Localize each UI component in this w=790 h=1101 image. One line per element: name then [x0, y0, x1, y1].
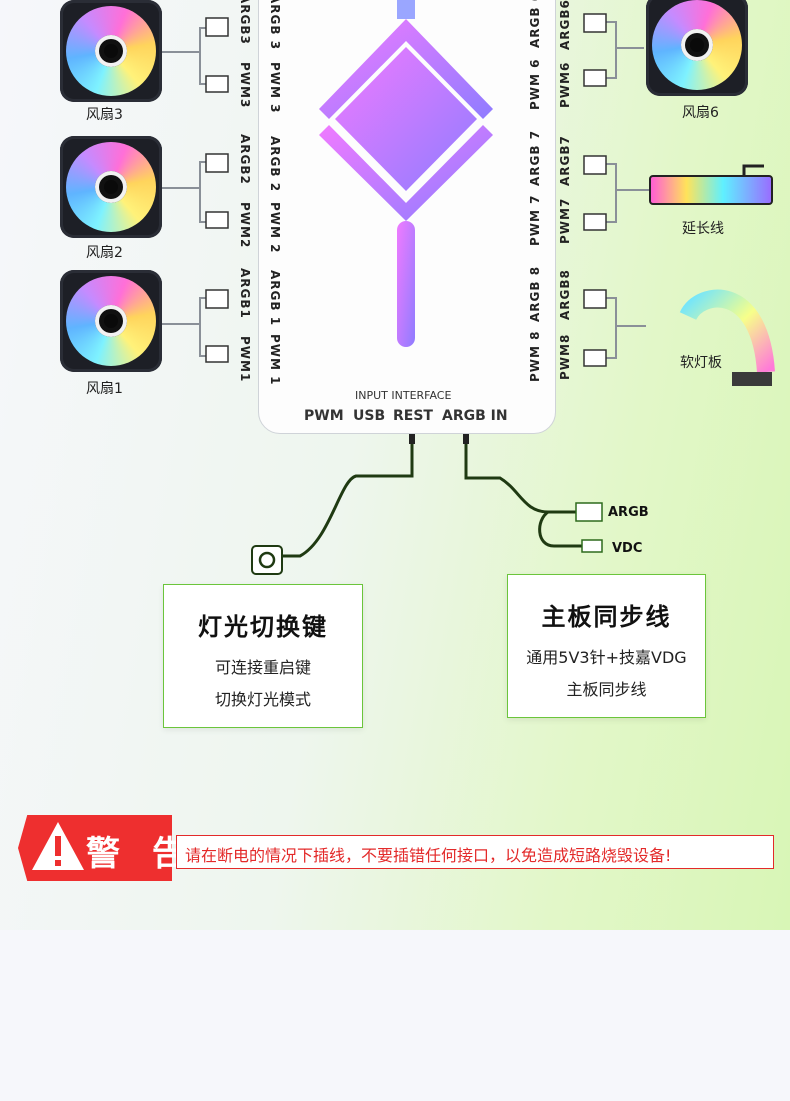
- lightboard-wire: [606, 297, 646, 359]
- light-board-graphic: [679, 289, 775, 373]
- hub-label-argb1: ARGB 1: [268, 270, 282, 327]
- reset-cable: [282, 432, 414, 558]
- fan-hub-icon: [95, 171, 127, 203]
- fan-6: [646, 0, 748, 96]
- fan-hub-icon: [95, 305, 127, 337]
- fan-3-caption: 风扇3: [86, 107, 123, 123]
- input-interface-title: INPUT INTERFACE: [355, 389, 452, 402]
- argb-sync-cable: [464, 432, 576, 514]
- warning-label: 警 告: [86, 834, 196, 874]
- fan-hub-icon: [95, 35, 127, 67]
- fan2-wire: [162, 161, 210, 223]
- argb7-label: ARGB7: [558, 135, 572, 186]
- pwm7-label: PWM7: [558, 197, 572, 244]
- fan-1-caption: 风扇1: [86, 381, 123, 397]
- vdc-sync-cable: [538, 510, 582, 548]
- hub-glow-graphic: [319, 0, 493, 347]
- warning-text: 请在断电的情况下插线，不要插错任何接口，以免造成短路烧毁设备!: [185, 846, 672, 865]
- port-rest[interactable]: REST: [393, 408, 433, 424]
- fan-3: [60, 0, 162, 102]
- pwm8-label: PWM8: [558, 333, 572, 380]
- mb-sync-line2: 主板同步线: [566, 680, 647, 699]
- port-pwm[interactable]: PWM: [304, 408, 344, 424]
- wiring-diagram: [162, 13, 775, 575]
- light-board-caption: 软灯板: [680, 355, 722, 371]
- light-switch-title: 灯光切换键: [198, 613, 328, 641]
- hub-label-pwm6: PWM 6: [528, 58, 542, 111]
- hub-label-argb3: ARGB 3: [268, 0, 282, 51]
- port-usb[interactable]: USB: [353, 408, 386, 424]
- fan-6-pwm-label: PWM6: [558, 61, 572, 108]
- fan-hub-icon: [681, 29, 713, 61]
- light-switch-box: 灯光切换键 可连接重启键 切换灯光模式: [163, 584, 363, 728]
- warning-bar: 请在断电的情况下插线，不要插错任何接口，以免造成短路烧毁设备!: [176, 835, 774, 869]
- ext-wire: [606, 163, 650, 223]
- hub-label-pwm2: PWM 2: [268, 202, 282, 254]
- sync-argb-label: ARGB: [608, 505, 649, 520]
- extension-cable-caption: 延长线: [682, 221, 724, 237]
- fan-2: [60, 136, 162, 238]
- hub-label-argb2: ARGB 2: [268, 136, 282, 193]
- reset-button-block: [251, 545, 283, 575]
- mb-sync-box: 主板同步线 通用5V3针+技嘉VDG 主板同步线: [507, 574, 706, 718]
- fan6-wire: [606, 21, 644, 79]
- fan-2-pwm-label: PWM2: [238, 202, 252, 249]
- fan-2-argb-label: ARGB2: [238, 134, 252, 185]
- fan-2-caption: 风扇2: [86, 245, 123, 261]
- sync-vdc-label: VDC: [612, 541, 643, 556]
- background-bottom: [0, 930, 790, 1101]
- hub-label-pwm7: PWM 7: [528, 194, 542, 247]
- mb-sync-title: 主板同步线: [541, 603, 672, 631]
- fan-6-caption: 风扇6: [682, 105, 719, 121]
- light-switch-line2: 切换灯光模式: [214, 690, 311, 709]
- fan-1: [60, 270, 162, 372]
- hub-label-pwm8: PWM 8: [528, 330, 542, 383]
- hub-label-argb6: ARGB 6: [528, 0, 542, 48]
- fan-3-argb-label: ARGB3: [238, 0, 252, 45]
- hub-label-argb8: ARGB 8: [528, 265, 542, 322]
- extension-cable-graphic: [649, 175, 773, 205]
- fan-1-pwm-label: PWM1: [238, 336, 252, 383]
- controller-hub: INPUT INTERFACE: [258, 0, 556, 434]
- mb-sync-line1: 通用5V3针+技嘉VDG: [526, 648, 687, 667]
- fan-6-argb-label: ARGB6: [558, 0, 572, 50]
- argb8-label: ARGB8: [558, 269, 572, 320]
- light-switch-line1: 可连接重启键: [214, 658, 311, 677]
- hub-label-pwm3: PWM 3: [268, 62, 282, 114]
- fan-1-argb-label: ARGB1: [238, 268, 252, 319]
- hub-label-pwm1: PWM 1: [268, 334, 282, 386]
- port-argb-in[interactable]: ARGB IN: [442, 408, 508, 424]
- warning-triangle-icon: [32, 822, 84, 870]
- hub-label-argb7: ARGB 7: [528, 129, 542, 186]
- fan3-wire: [162, 27, 210, 85]
- fan1-wire: [162, 297, 210, 357]
- fan-3-pwm-label: PWM3: [238, 62, 252, 109]
